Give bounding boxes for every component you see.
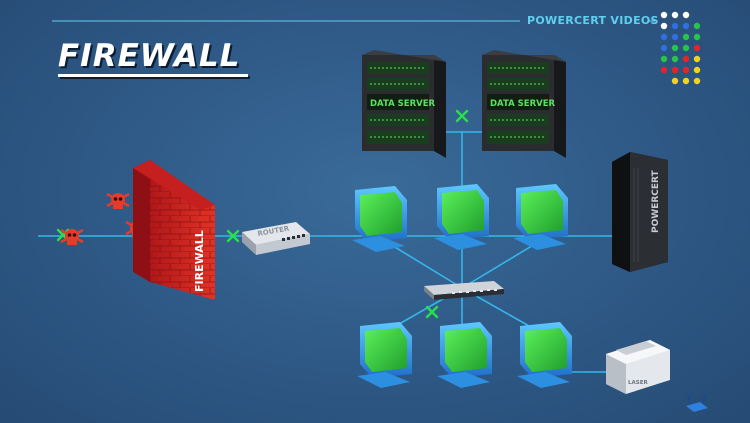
data-server-label: DATA SERVER (490, 99, 556, 109)
router-icon (242, 222, 310, 255)
computer-icon (357, 322, 412, 388)
wireless-router-icon (686, 394, 708, 412)
computer-icon (437, 322, 492, 388)
title-underline (58, 74, 248, 77)
computer-icon (352, 186, 407, 252)
data-server-label: DATA SERVER (370, 99, 436, 109)
computer-icon (434, 184, 489, 250)
tower-server-icon (612, 152, 668, 272)
dot-grid-logo (660, 11, 701, 85)
page-title: FIREWALL (58, 38, 241, 74)
switch-icon (424, 281, 504, 300)
data-server-icon (482, 50, 566, 158)
laser-printer-icon (606, 340, 670, 394)
computer-icon (513, 184, 568, 250)
computer-icon (517, 322, 572, 388)
brand-text: POWERCERT VIDEOS (527, 14, 659, 27)
printer-label: LASER (628, 380, 648, 386)
tower-server-label: POWERCERT (651, 169, 661, 233)
firewall-label: FIREWALL (193, 230, 206, 292)
firewall-wall-icon (133, 160, 215, 300)
data-server-icon (362, 50, 446, 158)
packet-markers (56, 109, 469, 319)
